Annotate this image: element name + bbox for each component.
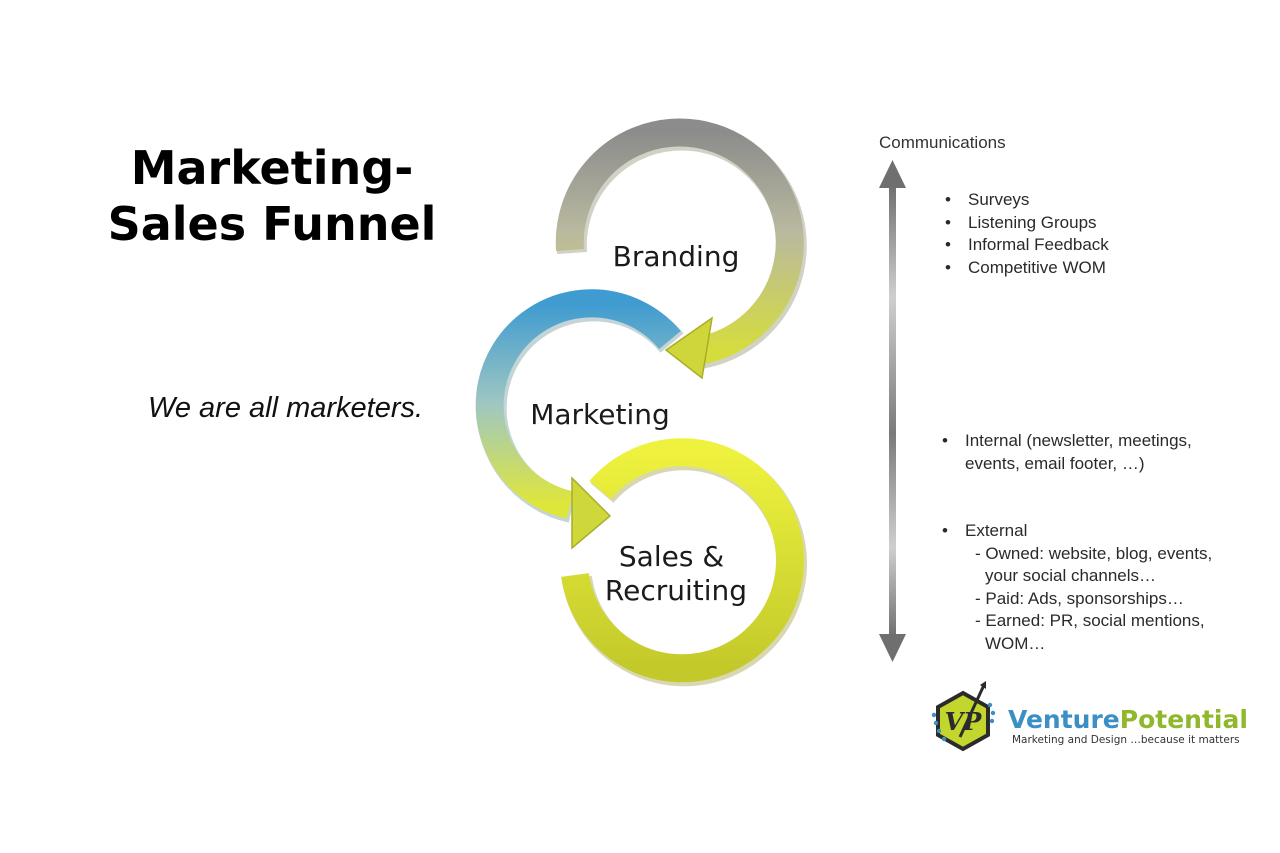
sales-arrow xyxy=(561,438,807,687)
external-paid: - Paid: Ads, sponsorships… xyxy=(975,588,1184,608)
stage-label-sales: Sales & Recruiting xyxy=(605,540,747,607)
external-list: External - Owned: website, blog, events,… xyxy=(941,520,1212,655)
stage-label-marketing: Marketing xyxy=(530,398,670,431)
tagline: We are all marketers. xyxy=(148,392,424,424)
branding-arrow xyxy=(555,118,807,380)
logo-name: VenturePotential xyxy=(1008,705,1248,734)
venture-potential-logo: VP VenturePotential Marketing and Design… xyxy=(931,681,1248,752)
list-item: Surveys xyxy=(944,189,1109,212)
list-item: Informal Feedback xyxy=(944,234,1109,257)
external-earned: - Earned: PR, social mentions, xyxy=(975,611,1205,630)
list-item: Competitive WOM xyxy=(944,257,1109,280)
marketing-arrow xyxy=(475,289,684,550)
list-item-internal: Internal (newsletter, meetings, events, … xyxy=(941,430,1192,475)
page-title: Marketing-Sales Funnel xyxy=(107,141,437,251)
list-item-external: External - Owned: website, blog, events,… xyxy=(941,520,1212,655)
logo-arrow-icon xyxy=(958,684,986,738)
communications-title: Communications xyxy=(879,133,1006,152)
communications-axis-arrow xyxy=(879,160,906,662)
internal-list: Internal (newsletter, meetings, events, … xyxy=(941,430,1192,475)
logo-tagline: Marketing and Design …because it matters xyxy=(1012,734,1240,746)
external-owned: - Owned: website, blog, events, xyxy=(975,543,1213,563)
stage-label-branding: Branding xyxy=(613,240,740,273)
list-item: Listening Groups xyxy=(944,212,1109,235)
listening-list: Surveys Listening Groups Informal Feedba… xyxy=(944,189,1109,279)
